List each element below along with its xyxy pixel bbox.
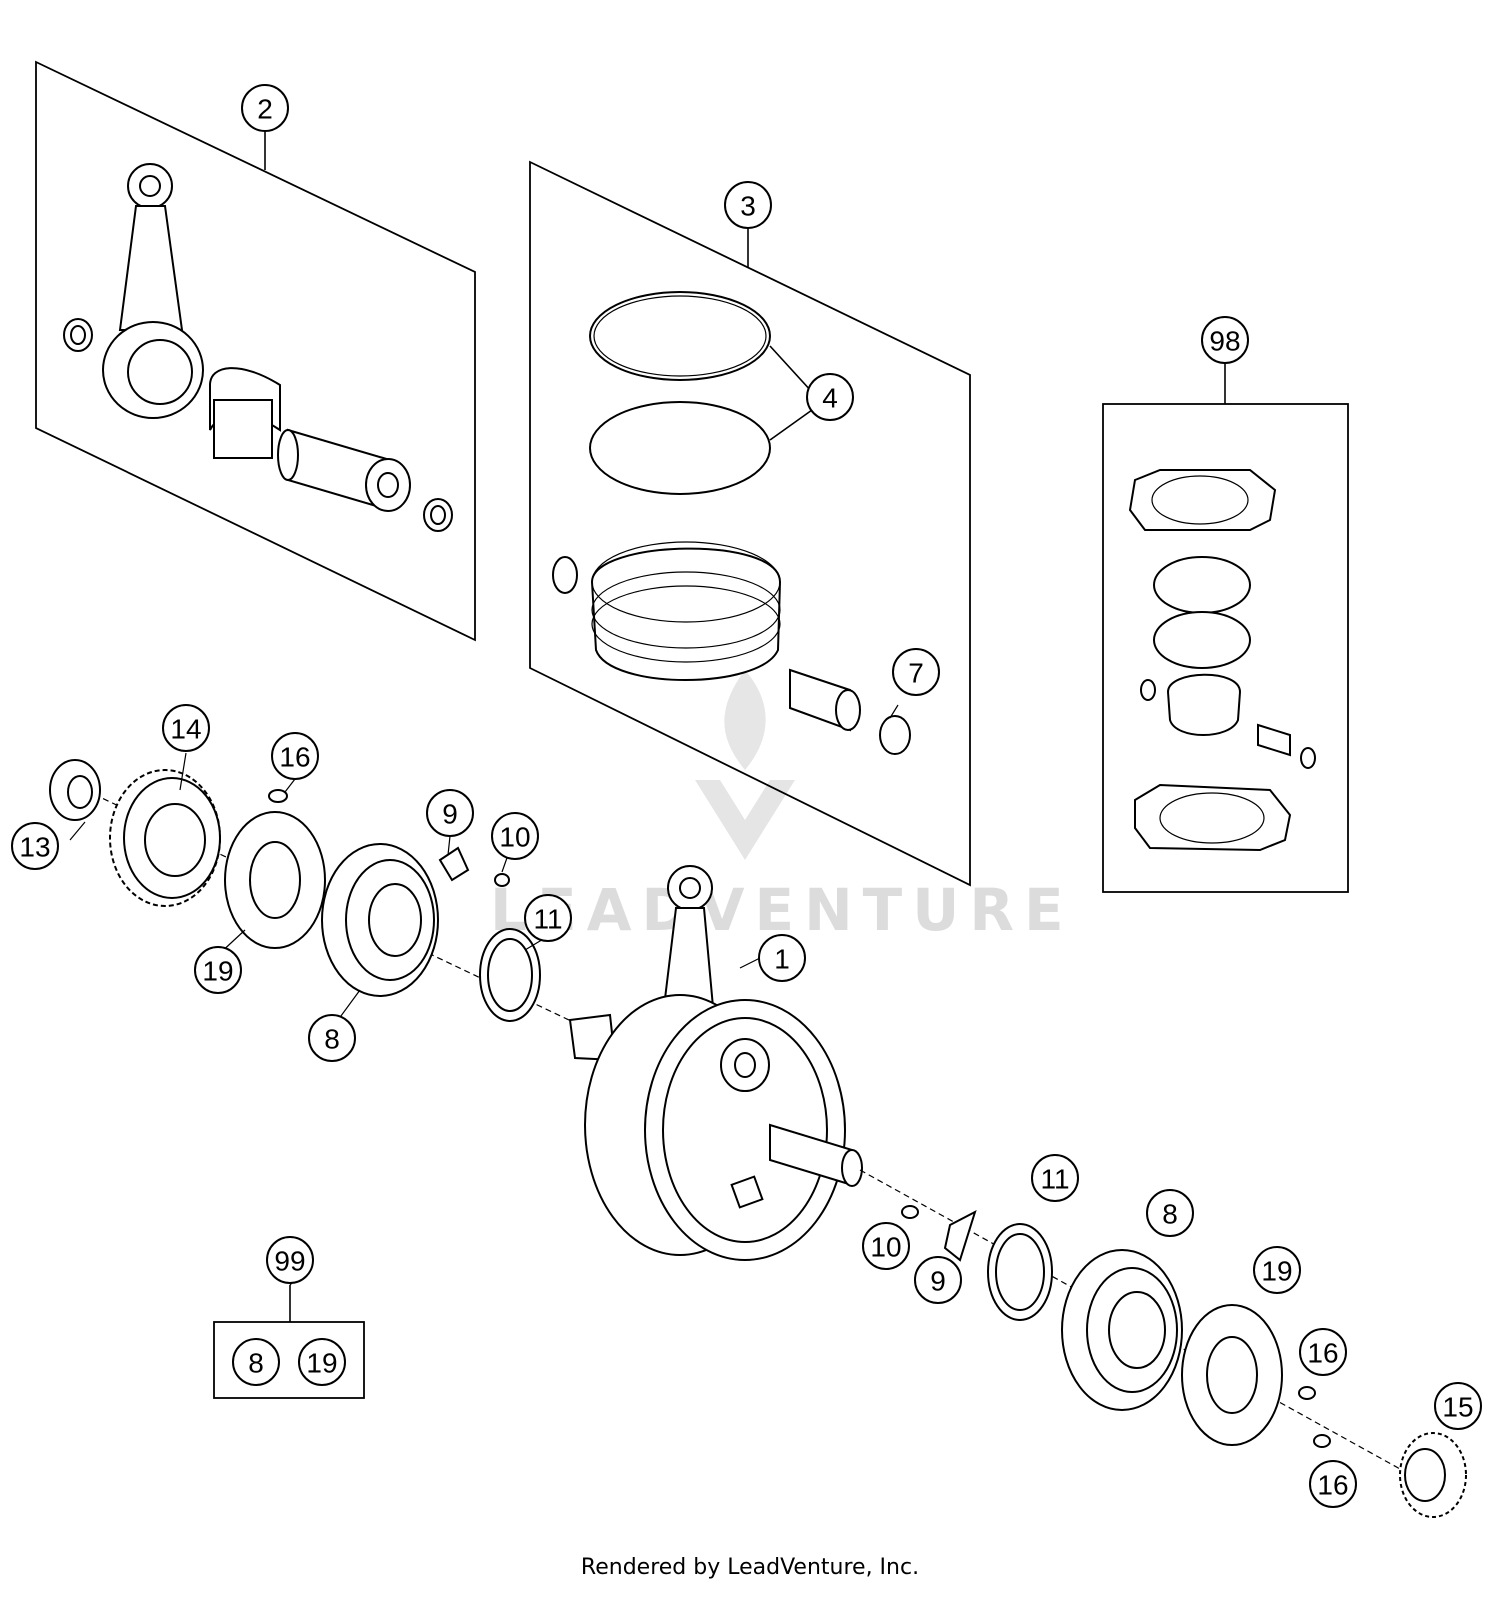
svg-text:11: 11 [533,904,562,935]
callout-15: 15 [1434,1382,1482,1430]
callout-2: 2 [241,84,289,132]
callout-9-left: 9 [426,789,474,837]
svg-text:14: 14 [170,714,201,745]
svg-text:10: 10 [499,822,530,853]
svg-text:16: 16 [279,742,310,773]
crankshaft [568,865,863,1261]
watermark-text: LEADVENTURE [490,876,1074,944]
gasket-set-panel [1102,364,1349,893]
callout-19-left: 19 [194,946,242,994]
callout-10-left: 10 [491,812,539,860]
svg-text:99: 99 [274,1246,305,1277]
conrod-kit-panel [35,60,476,642]
callout-13: 13 [11,822,59,870]
callout-16-right-lower: 16 [1309,1460,1357,1508]
right-axis-parts [859,1169,1467,1518]
svg-text:10: 10 [870,1232,901,1263]
svg-text:8: 8 [324,1024,340,1055]
svg-text:16: 16 [1317,1470,1348,1501]
piston-kit-panel [529,160,971,887]
callout-7: 7 [892,648,940,696]
svg-text:15: 15 [1442,1392,1473,1423]
left-axis-parts [49,759,591,1031]
svg-text:16: 16 [1307,1338,1338,1369]
watermark: LEADVENTURE [490,670,1074,944]
callout-19-kit: 19 [298,1338,346,1386]
callout-10-right: 10 [862,1222,910,1270]
svg-text:19: 19 [306,1348,337,1379]
callout-16-left: 16 [271,732,319,780]
svg-text:1: 1 [774,944,790,975]
callout-3: 3 [724,181,772,229]
callout-8-left: 8 [308,1014,356,1062]
svg-text:7: 7 [908,658,924,689]
callout-11-right: 11 [1031,1154,1079,1202]
svg-text:8: 8 [1162,1199,1178,1230]
svg-text:9: 9 [930,1266,946,1297]
callout-1: 1 [758,934,806,982]
callout-8-kit: 8 [232,1338,280,1386]
callout-4: 4 [806,373,854,421]
callout-14: 14 [162,704,210,752]
svg-text:4: 4 [822,383,838,414]
callout-19-right: 19 [1253,1246,1301,1294]
svg-text:13: 13 [19,832,50,863]
callout-8-right: 8 [1146,1189,1194,1237]
svg-text:9: 9 [442,799,458,830]
callout-11-left: 11 [524,894,572,942]
svg-text:19: 19 [1261,1256,1292,1287]
svg-text:11: 11 [1040,1164,1069,1195]
callout-16-right-upper: 16 [1299,1328,1347,1376]
callout-98: 98 [1201,316,1249,364]
callout-99: 99 [266,1236,314,1284]
kit-99-box [213,1285,365,1399]
footer-credit: Rendered by LeadVenture, Inc. [580,1555,920,1580]
svg-text:19: 19 [202,956,233,987]
svg-text:98: 98 [1209,326,1240,357]
svg-text:3: 3 [740,191,756,222]
svg-text:2: 2 [257,94,273,125]
callout-9-right: 9 [914,1256,962,1304]
svg-text:8: 8 [248,1348,264,1379]
